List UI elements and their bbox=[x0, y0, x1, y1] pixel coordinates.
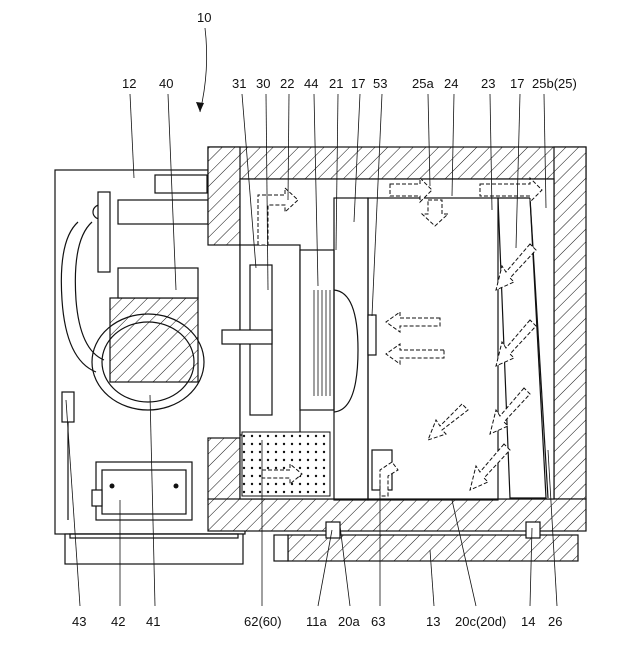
hinge-left bbox=[326, 522, 340, 538]
label-31: 31 bbox=[232, 76, 246, 91]
drier-tube bbox=[98, 192, 110, 272]
main-ref-arrowhead bbox=[196, 102, 204, 112]
label-25b: 25b(25) bbox=[532, 76, 577, 91]
drain-pan-area bbox=[242, 432, 330, 496]
label-25a: 25a bbox=[412, 76, 434, 91]
left-lower-insulation-wall bbox=[208, 438, 240, 500]
label-13: 13 bbox=[426, 614, 440, 629]
label-30: 30 bbox=[256, 76, 270, 91]
valve-body bbox=[62, 392, 74, 422]
label-63: 63 bbox=[371, 614, 385, 629]
label-main-ref: 10 bbox=[197, 10, 211, 25]
label-22: 22 bbox=[280, 76, 294, 91]
label-43: 43 bbox=[72, 614, 86, 629]
hinge-right bbox=[526, 522, 540, 538]
compressor-body bbox=[110, 298, 198, 382]
label-24: 24 bbox=[444, 76, 458, 91]
sensor-53 bbox=[368, 315, 376, 355]
condenser-bolt-icon bbox=[174, 484, 179, 489]
label-20c: 20c(20d) bbox=[455, 614, 506, 629]
door-panel bbox=[288, 535, 578, 561]
label-53: 53 bbox=[373, 76, 387, 91]
fan-duct bbox=[300, 250, 334, 410]
top-bracket bbox=[155, 175, 207, 193]
top-insulation-wall bbox=[208, 147, 586, 179]
valve-fitting bbox=[92, 490, 102, 506]
label-40: 40 bbox=[159, 76, 173, 91]
label-41: 41 bbox=[146, 614, 160, 629]
label-44: 44 bbox=[304, 76, 318, 91]
right-insulation-wall bbox=[554, 147, 586, 499]
label-17a: 17 bbox=[351, 76, 365, 91]
drain-pipe bbox=[222, 330, 272, 344]
label-26: 26 bbox=[548, 614, 562, 629]
label-12: 12 bbox=[122, 76, 136, 91]
label-62: 62(60) bbox=[244, 614, 282, 629]
label-17b: 17 bbox=[510, 76, 524, 91]
label-14: 14 bbox=[521, 614, 535, 629]
label-11a: 11a bbox=[306, 614, 327, 629]
mounting-plate bbox=[118, 200, 208, 224]
label-21: 21 bbox=[329, 76, 343, 91]
condenser-unit bbox=[96, 462, 192, 520]
label-20a: 20a bbox=[338, 614, 360, 629]
left-upper-insulation-wall bbox=[208, 147, 240, 245]
door-hinge-block bbox=[274, 535, 288, 561]
compressor-top bbox=[118, 268, 198, 298]
condenser-bolt-icon bbox=[110, 484, 115, 489]
label-42: 42 bbox=[111, 614, 125, 629]
main-ref-leader bbox=[200, 28, 207, 112]
label-23: 23 bbox=[481, 76, 495, 91]
